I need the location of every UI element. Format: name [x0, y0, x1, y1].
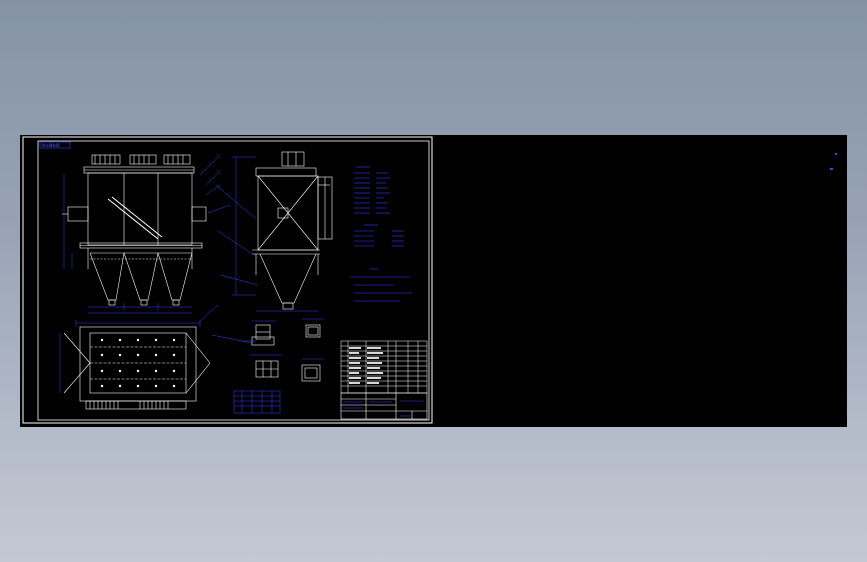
technical-specs-notes [350, 166, 412, 302]
front-elevation-dimensions [63, 154, 231, 314]
title-block-marks [343, 400, 424, 417]
title-block [340, 392, 428, 420]
bill-of-materials-table [340, 340, 428, 394]
plan-view [63, 326, 211, 410]
front-elevation-view [62, 154, 207, 306]
cad-drawing: 除尘器总图 [22, 136, 837, 424]
sheet-title-label: 除尘器总图 [42, 143, 60, 148]
side-elevation-view [252, 151, 333, 310]
detail-section-dimensions [211, 318, 324, 360]
side-elevation-dimensions [215, 156, 318, 312]
drawing-viewport[interactable]: 除尘器总图 [20, 135, 847, 427]
detail-sections [251, 324, 321, 382]
parts-list-small [233, 390, 281, 414]
sheet-title-tag: 除尘器总图 [39, 141, 71, 149]
plan-view-dimensions [59, 304, 219, 393]
sheet-frame [22, 136, 433, 424]
stray-marks [830, 153, 837, 170]
plan-view-filter-marks [100, 338, 176, 388]
bom-cell-fill [349, 347, 383, 384]
